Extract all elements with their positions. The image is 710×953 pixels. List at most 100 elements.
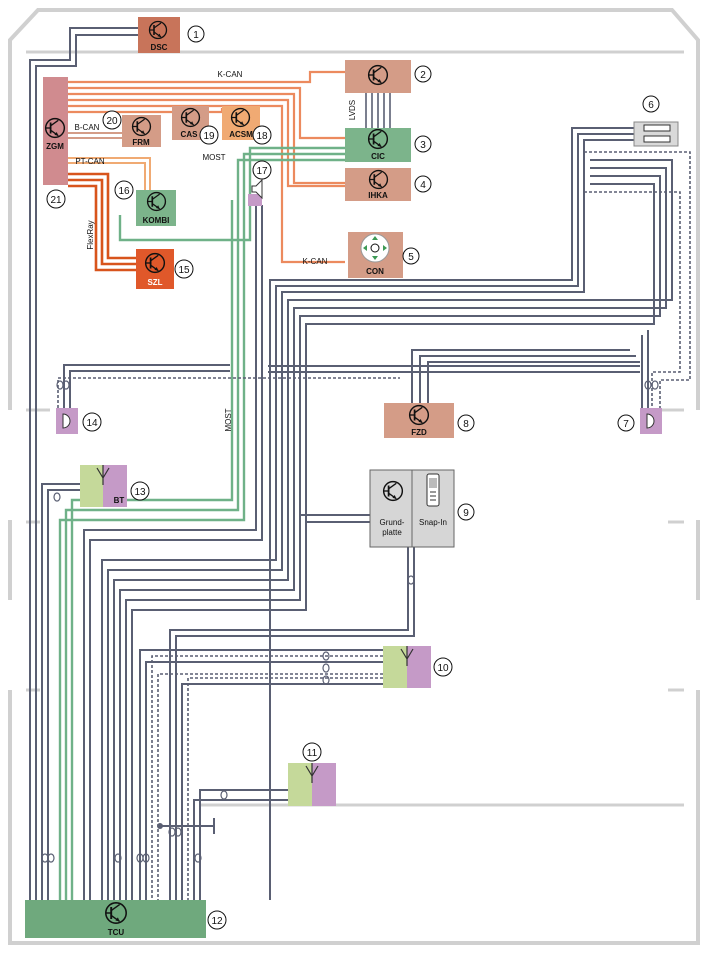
wire-mic-right-dashed bbox=[584, 151, 691, 408]
svg-text:1: 1 bbox=[193, 30, 199, 41]
ihka-label: IHKA bbox=[368, 191, 388, 200]
kombi-module: KOMBI bbox=[136, 190, 176, 226]
svg-text:21: 21 bbox=[50, 195, 62, 206]
wire-mic-right-bundle bbox=[113, 159, 673, 900]
antenna-icon bbox=[400, 646, 414, 666]
wire-base bbox=[169, 514, 415, 900]
frm-module: FRM bbox=[122, 115, 161, 147]
bcan-label: B-CAN bbox=[75, 123, 100, 132]
wire-junction bbox=[157, 823, 163, 829]
svg-text:11: 11 bbox=[307, 748, 318, 759]
bt-label: BT bbox=[114, 496, 125, 505]
con-module: CON bbox=[348, 232, 403, 278]
cic-module: CIC bbox=[345, 128, 411, 162]
fzd-module: FZD bbox=[384, 403, 454, 438]
svg-text:10: 10 bbox=[437, 663, 449, 674]
callout-14: 14 bbox=[82, 412, 102, 432]
microphone-icon bbox=[646, 413, 655, 429]
speaker-module bbox=[248, 178, 263, 206]
callout-4: 4 bbox=[414, 175, 432, 193]
svg-text:18: 18 bbox=[256, 131, 268, 142]
antenna10-module bbox=[383, 646, 431, 688]
svg-text:4: 4 bbox=[420, 180, 426, 191]
microphone-icon bbox=[62, 413, 71, 429]
flexray-label: FlexRay bbox=[86, 220, 95, 249]
callout-17: 17 bbox=[252, 160, 272, 180]
callout-18: 18 bbox=[252, 125, 272, 145]
svg-text:6: 6 bbox=[648, 100, 654, 111]
controller-icon bbox=[360, 233, 390, 263]
kcan-top-label: K-CAN bbox=[218, 70, 243, 79]
szl-module: SZL bbox=[136, 249, 174, 289]
fzd-label: FZD bbox=[411, 428, 427, 437]
wire-ptcan bbox=[68, 157, 151, 190]
wire-lvds bbox=[365, 93, 391, 128]
bt-module: BT bbox=[80, 465, 127, 507]
callout-1: 1 bbox=[187, 25, 205, 43]
wire-antenna10-dashed bbox=[151, 655, 383, 900]
cic-label: CIC bbox=[371, 152, 385, 161]
callout-19: 19 bbox=[199, 125, 219, 145]
tcu-module: TCU bbox=[25, 900, 206, 938]
svg-text:7: 7 bbox=[623, 419, 629, 430]
base-label-line1: Grund- bbox=[380, 518, 405, 527]
most-vertical-label: MOST bbox=[224, 408, 233, 431]
wire-most bbox=[58, 146, 345, 900]
dsc-module: DSC bbox=[138, 17, 180, 53]
svg-text:14: 14 bbox=[86, 418, 98, 429]
mic-right-module bbox=[640, 408, 662, 434]
con-label: CON bbox=[366, 267, 384, 276]
wire-fzd bbox=[411, 349, 640, 403]
antenna-icon bbox=[96, 465, 110, 485]
wire-antenna11 bbox=[160, 789, 288, 900]
wire-mic-left-long bbox=[268, 365, 640, 373]
mic-left-module bbox=[56, 408, 78, 434]
callout-16: 16 bbox=[114, 180, 134, 200]
frm-label: FRM bbox=[132, 138, 150, 147]
svg-text:16: 16 bbox=[118, 186, 130, 197]
kombi-label: KOMBI bbox=[143, 216, 170, 225]
fuse-icon bbox=[643, 124, 671, 143]
callout-21: 21 bbox=[46, 189, 66, 209]
ihka-module: IHKA bbox=[345, 168, 411, 201]
wire-kcan-bundle bbox=[68, 70, 345, 264]
wire-mic-left bbox=[63, 364, 230, 408]
base-label-line2: platte bbox=[382, 528, 402, 537]
svg-text:15: 15 bbox=[178, 265, 190, 276]
wire-mic-left-dashed bbox=[57, 377, 400, 408]
callout-6: 6 bbox=[642, 95, 660, 113]
callout-13: 13 bbox=[130, 481, 150, 501]
zgm-label: ZGM bbox=[46, 142, 64, 151]
antenna11-module bbox=[288, 763, 336, 806]
callout-9: 9 bbox=[457, 503, 475, 521]
szl-label: SZL bbox=[147, 278, 162, 287]
callout-8: 8 bbox=[457, 414, 475, 432]
svg-text:8: 8 bbox=[463, 419, 469, 430]
callout-2: 2 bbox=[414, 65, 432, 83]
svg-text:20: 20 bbox=[106, 116, 118, 127]
speaker-icon bbox=[251, 178, 263, 200]
svg-text:5: 5 bbox=[408, 252, 414, 263]
wire-dsc-tcu bbox=[29, 27, 138, 900]
wire-flexray bbox=[68, 172, 136, 272]
svg-text:13: 13 bbox=[134, 487, 146, 498]
dsc-label: DSC bbox=[151, 43, 168, 52]
tcu-label: TCU bbox=[108, 928, 125, 937]
base-plate-module: Grund- platte Snap-In bbox=[369, 469, 455, 548]
wire-antenna10 bbox=[139, 649, 383, 900]
snap-in-label: Snap-In bbox=[419, 518, 447, 527]
callout-10: 10 bbox=[433, 657, 453, 677]
callout-11: 11 bbox=[302, 742, 322, 762]
callout-7: 7 bbox=[617, 414, 635, 432]
phone-icon bbox=[426, 473, 440, 507]
svg-text:17: 17 bbox=[256, 166, 268, 177]
most-top-label: MOST bbox=[202, 153, 225, 162]
callout-3: 3 bbox=[414, 135, 432, 153]
cid-module bbox=[345, 60, 411, 93]
fuse-module bbox=[633, 121, 679, 147]
svg-text:19: 19 bbox=[203, 131, 215, 142]
wire-bcan bbox=[68, 132, 122, 139]
cas-label: CAS bbox=[181, 130, 199, 139]
wire-mic-right-solid bbox=[641, 330, 649, 408]
